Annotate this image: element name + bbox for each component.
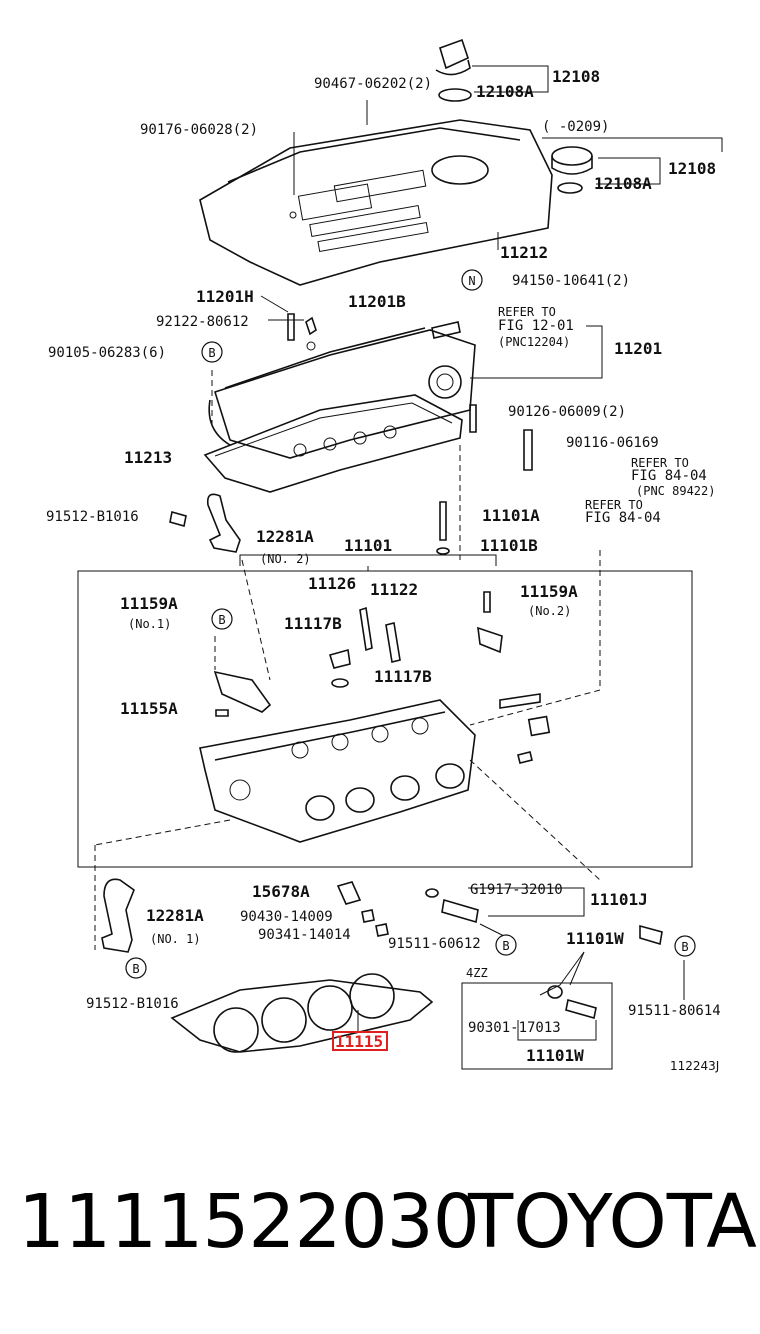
part-label: 94150-10641(2) [512, 273, 630, 289]
part-label: (NO. 2) [260, 552, 311, 566]
part-label: 15678A [252, 882, 310, 901]
part-label: 11101B [480, 536, 538, 555]
part-label: 91512-B1016 [86, 996, 179, 1012]
part-label: 90467-06202(2) [314, 76, 432, 92]
highlighted-part-label: 11115 [335, 1032, 383, 1051]
part-label: 11201H [196, 287, 254, 306]
reference-note: REFER TO [585, 498, 643, 512]
ref-circle-label: B [502, 939, 509, 953]
part-label: 91511-80614 [628, 1003, 721, 1019]
engine-hanger-no1 [101, 878, 135, 953]
part-label: 90126-06009(2) [508, 404, 626, 420]
oil-filler-cap-alt [551, 146, 593, 194]
ref-circle-label: B [132, 962, 139, 976]
part-label: 12281A [146, 906, 204, 925]
part-label: 11122 [370, 580, 418, 599]
part-label: 12108 [552, 67, 600, 86]
part-label: G1917-32010 [470, 882, 563, 898]
part-label: 90116-06169 [566, 435, 659, 451]
part-label: 11101 [344, 536, 392, 555]
part-label: 12281A [256, 527, 314, 546]
caption-bar: 1111522030 TOYOTA [0, 1185, 760, 1295]
part-label: 12108A [594, 174, 652, 193]
cylinder-head-gasket [170, 973, 434, 1053]
part-label: 90176-06028(2) [140, 122, 258, 138]
part-label: 90105-06283(6) [48, 345, 166, 361]
ref-circle-label: B [208, 346, 215, 360]
part-label: 11101J [590, 890, 648, 909]
part-label: 91511-60612 [388, 936, 481, 952]
ref-circle-b [674, 935, 696, 957]
ref-circle-n [461, 269, 483, 291]
cylinder-head-cover [199, 119, 553, 286]
ref-circle-b [211, 608, 233, 630]
part-label: 11117B [284, 614, 342, 633]
cylinder-head-subassembly-frame [77, 570, 693, 868]
part-label: 90430-14009 [240, 909, 333, 925]
part-label: 11101A [482, 506, 540, 525]
part-label: 11159A [520, 582, 578, 601]
part-label: 11155A [120, 699, 178, 718]
part-label: 11212 [500, 243, 548, 262]
parts-diagram: B B B B B N 12108 12108A 90467-06202(2) … [46, 38, 723, 1073]
part-label: ( -0209) [542, 119, 609, 135]
ref-circle-b [201, 341, 223, 363]
figure-code: 112243J [670, 1059, 719, 1073]
valve-cover-gasket [203, 394, 463, 493]
reference-note: FIG 84-04 [631, 468, 707, 484]
part-label: 91512-B1016 [46, 509, 139, 525]
reference-note: (PNC 89422) [636, 484, 715, 498]
part-label: 11201 [614, 339, 662, 358]
part-label: 12108A [476, 82, 534, 101]
reference-note: FIG 12-01 [498, 318, 574, 334]
reference-note: REFER TO [631, 456, 689, 470]
oil-filler-cap [435, 38, 472, 102]
ref-circle-b [495, 934, 517, 956]
engine-variant-label: 4ZZ [466, 966, 488, 980]
part-label: 11101W [526, 1046, 584, 1065]
ref-circle-label: B [681, 940, 688, 954]
reference-note: REFER TO [498, 305, 556, 319]
reference-note: FIG 84-04 [585, 510, 661, 526]
part-label: 11117B [374, 667, 432, 686]
ref-circle-b [125, 957, 147, 979]
brand-name: TOYOTA [468, 1179, 757, 1265]
part-label: 90301-17013 [468, 1020, 561, 1036]
part-number: 1111522030 [18, 1179, 480, 1265]
part-label: 12108 [668, 159, 716, 178]
part-label: 11101W [566, 929, 624, 948]
cylinder-head [199, 699, 476, 843]
engine-hanger-no2 [206, 493, 241, 553]
part-label: (NO. 1) [150, 932, 201, 946]
ref-circle-label: B [218, 613, 225, 627]
part-label: 90341-14014 [258, 927, 351, 943]
reference-note: (PNC12204) [498, 335, 570, 349]
highlight-box [332, 1031, 388, 1051]
engine-variant-box [461, 982, 613, 1070]
ref-circle-label: N [468, 274, 475, 288]
part-label: 92122-80612 [156, 314, 249, 330]
part-label: 11159A [120, 594, 178, 613]
part-label: 11213 [124, 448, 172, 467]
part-label: (No.1) [128, 617, 171, 631]
part-label: 11126 [308, 574, 356, 593]
part-label: 11201B [348, 292, 406, 311]
part-label: (No.2) [528, 604, 571, 618]
